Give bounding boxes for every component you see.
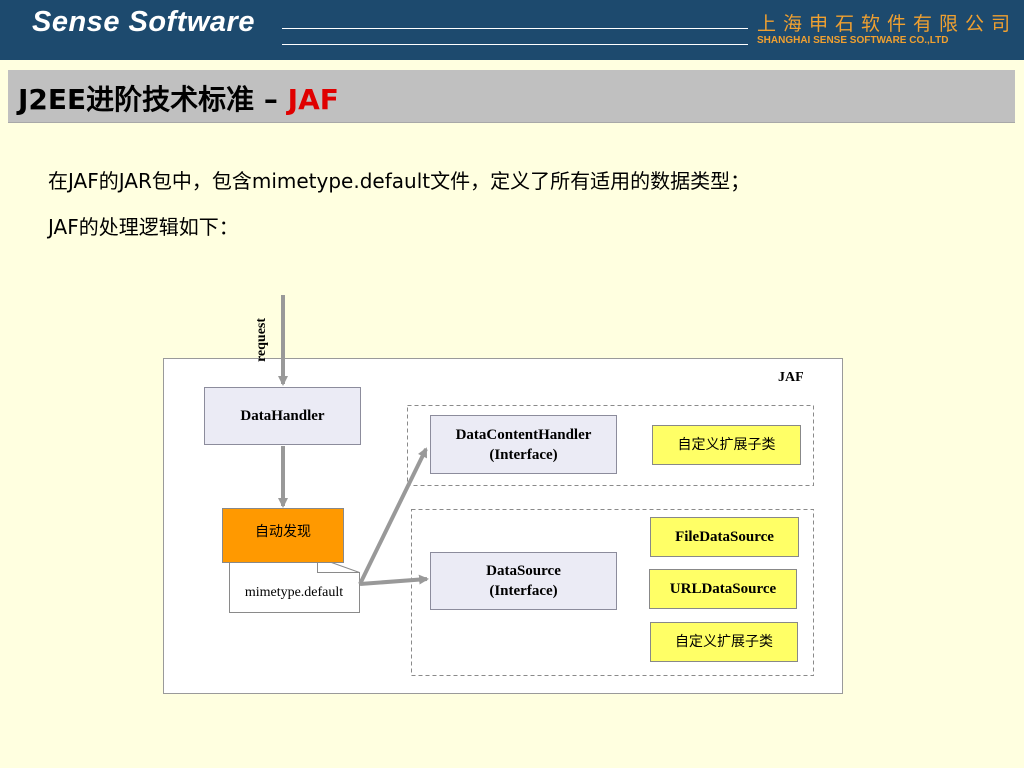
company-name-cn: 上海申石软件有限公司 (757, 13, 1018, 35)
mimetype-to-datasource-arrow (359, 574, 429, 586)
auto-discovery-box: 自动发现 (222, 508, 344, 563)
content-handler-group (407, 405, 814, 486)
slide-title-accent: JAF (287, 83, 339, 116)
slide-title-main: J2EE进阶技术标准 – (18, 83, 278, 116)
custom-subclass-box-2: 自定义扩展子类 (650, 622, 798, 662)
url-data-source-box: URLDataSource (649, 569, 797, 609)
file-data-source-box: FileDataSource (650, 517, 799, 557)
header-rule-top (282, 28, 748, 29)
custom-subclass-box-1: 自定义扩展子类 (652, 425, 801, 465)
company-name-en: SHANGHAI SENSE SOFTWARE CO.,LTD (757, 35, 949, 46)
body-line-2: JAF的处理逻辑如下： (48, 215, 239, 239)
data-handler-box: DataHandler (204, 387, 361, 445)
data-source-box: DataSource (Interface) (430, 552, 617, 610)
data-source-group (411, 509, 814, 676)
slide-title-bar: J2EE进阶技术标准 – JAF (8, 70, 1015, 123)
jaf-frame-label: JAF (778, 370, 804, 385)
header-rule-bottom (282, 44, 748, 45)
header-bar: Sense Software 上海申石软件有限公司 SHANGHAI SENSE… (0, 0, 1024, 60)
mimetype-file-label: mimetype.default (244, 585, 344, 600)
slide-title: J2EE进阶技术标准 – JAF (18, 78, 339, 118)
brand-logo-text: Sense Software (32, 6, 255, 38)
body-line-1: 在JAF的JAR包中，包含mimetype.default文件，定义了所有适用的… (48, 169, 751, 193)
mimetype-to-content-handler-arrow (358, 447, 428, 585)
request-label: request (254, 318, 269, 362)
data-content-handler-box: DataContentHandler (Interface) (430, 415, 617, 474)
